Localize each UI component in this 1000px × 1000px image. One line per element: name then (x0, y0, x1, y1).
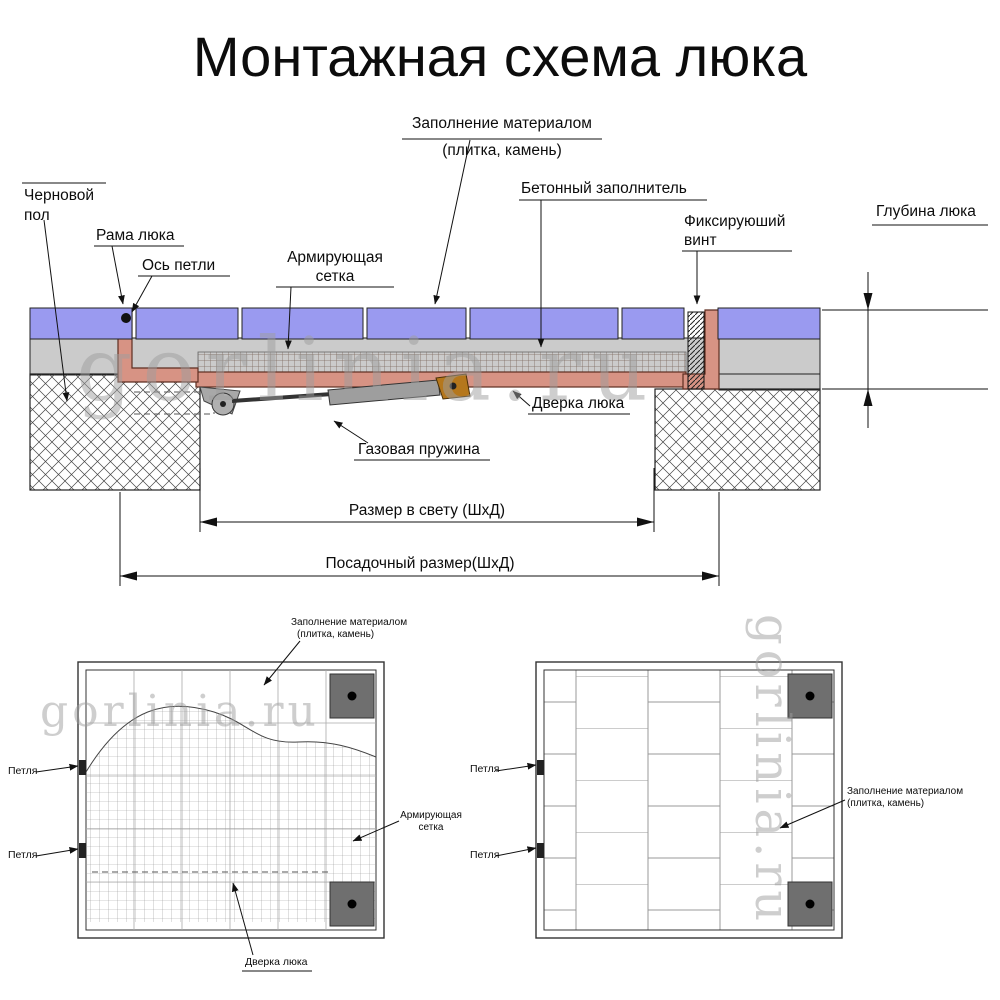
hinge-mark (79, 760, 86, 775)
tile (469, 307, 619, 340)
label-mesh-line1: Армирующая (287, 249, 383, 266)
hinge-mark (79, 843, 86, 858)
fixing-screw (687, 311, 705, 390)
hinge-mark (537, 843, 544, 858)
plate-pin (805, 691, 815, 701)
gas-spring (199, 373, 471, 416)
label-hatch-depth: Глубина люка (876, 203, 976, 220)
dim-arrow (863, 389, 873, 406)
plate-pin (805, 899, 815, 909)
tile (135, 307, 239, 340)
plan-right-label-fill-line2: (плитка, камень) (847, 798, 925, 809)
bracket-pin (449, 382, 457, 390)
break-line (85, 705, 377, 773)
plan-left-label-hinge-bottom: Петля (8, 849, 38, 861)
plan-right-label-fill-line1: Заполнение материалом (847, 786, 964, 797)
tile (717, 307, 821, 340)
plan-right-label-hinge-bottom: Петля (470, 849, 500, 861)
plate-pin (347, 691, 357, 701)
dim-arrow (863, 293, 873, 310)
label-clear-size: Размер в свету (ШхД) (348, 502, 506, 519)
label-fill-material-line1: Заполнение материалом (412, 115, 592, 132)
tile (29, 307, 133, 340)
dimension-lines (119, 224, 988, 586)
label-mesh-line2: сетка (315, 268, 355, 285)
spring-pivot-pin (220, 401, 226, 407)
concrete-block-left (29, 373, 201, 491)
label-rough-floor-line2: пол (24, 207, 50, 224)
plan-right-label-hinge-top: Петля (470, 763, 500, 775)
label-fixing-screw-line1: Фиксируюший (684, 213, 786, 230)
dim-arrow (637, 517, 654, 527)
plan-left-label-fill-line2: (плитка, камень) (297, 629, 375, 640)
label-fill-material-line2: (плитка, камень) (442, 142, 562, 159)
reinforcing-mesh-strip (197, 351, 687, 373)
dim-arrow (702, 571, 719, 581)
label-mounting-size: Посадочный размер(ШхД) (325, 555, 515, 572)
hinge-pin (121, 313, 131, 323)
plan-view-right (495, 661, 846, 939)
plan-left-label-mesh-line1: Армирующая (400, 810, 462, 821)
label-fixing-screw-line2: винт (684, 232, 717, 249)
label-underlines-and-leaders (22, 138, 792, 461)
dim-arrow (120, 571, 137, 581)
label-concrete-filler: Бетонный заполнитель (521, 180, 687, 197)
label-rough-floor-line1: Черновой (24, 187, 95, 204)
tile-row (29, 307, 821, 340)
tile (366, 307, 467, 340)
spring-body (327, 379, 441, 406)
page-title: Монтажная схема люка (192, 25, 808, 88)
plate-pin (347, 899, 357, 909)
hinge-mark (537, 760, 544, 775)
label-gas-spring: Газовая пружина (358, 441, 480, 458)
plan-left-label-mesh-line2: сетка (418, 822, 444, 833)
tile (621, 307, 685, 340)
dim-arrow (200, 517, 217, 527)
spring-rod (231, 392, 333, 403)
plan-left-label-hinge-top: Петля (8, 765, 38, 777)
tile (241, 307, 364, 340)
label-hatch-door: Дверка люка (532, 395, 625, 412)
plan-left-label-fill-line1: Заполнение материалом (291, 617, 408, 628)
plan-view-left (35, 640, 400, 972)
screed-right-lower (718, 373, 821, 391)
section-view (29, 307, 821, 491)
label-hatch-frame: Рама люка (96, 227, 175, 244)
concrete-block-right (654, 388, 821, 491)
label-hinge-axis: Ось петли (142, 257, 216, 274)
plan-right-tiles (543, 669, 835, 931)
plan-left-mesh-region (86, 706, 376, 922)
plan-left-label-door: Дверка люка (245, 956, 308, 968)
